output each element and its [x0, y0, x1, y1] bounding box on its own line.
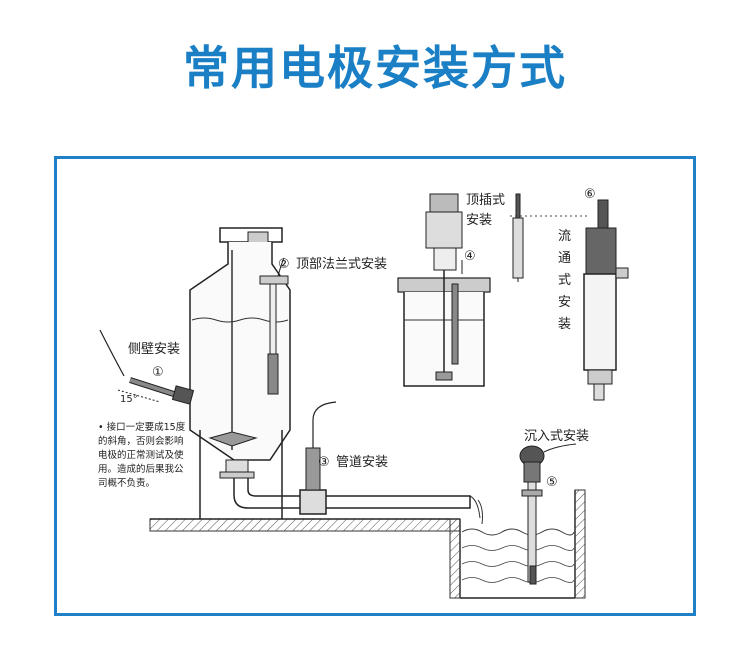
marker-5: ⑤	[546, 475, 558, 490]
label-top-insert-1: 顶插式	[466, 193, 505, 208]
marker-2: ②	[278, 257, 290, 272]
label-flow-char-3: 式	[558, 273, 571, 288]
label-top-insert-2: 安装	[466, 213, 492, 228]
warning-note: • 接口一定要成15度 的斜角，否则会影响 电极的正常测试及使 用。造成的后果我…	[98, 421, 186, 489]
ground	[149, 489, 586, 599]
top-insertion-vessel	[397, 193, 524, 387]
flow-through-cell	[510, 199, 629, 401]
immersion-sensor	[519, 443, 577, 585]
side-wall-sensor	[99, 329, 195, 405]
note-line: 司概不负责。	[98, 477, 155, 489]
vessel	[189, 227, 291, 519]
pipeline	[233, 401, 483, 525]
note-line: 用。造成的后果我公	[98, 463, 184, 475]
page-title: 常用电极安装方式	[183, 41, 567, 95]
label-top-flange: 顶部法兰式安装	[296, 257, 387, 272]
label-flow-char-5: 装	[558, 317, 571, 332]
label-flow-char-1: 流	[558, 229, 571, 244]
top-flange-sensor	[259, 257, 289, 395]
label-flow-char-2: 通	[558, 251, 571, 266]
marker-3: ③	[318, 455, 330, 470]
note-line: 电极的正常测试及使	[98, 449, 184, 461]
angle-label: 15°	[120, 394, 138, 405]
label-flow-char-4: 安	[558, 295, 571, 310]
label-side-wall: 侧壁安装	[128, 342, 180, 357]
note-line: 的斜角，否则会影响	[98, 435, 184, 447]
marker-1: ①	[152, 365, 164, 380]
note-line: • 接口一定要成15度	[98, 421, 186, 433]
marker-6: ⑥	[584, 187, 596, 202]
marker-4: ④	[464, 249, 476, 264]
label-pipeline: 管道安装	[336, 455, 388, 470]
label-immersion: 沉入式安装	[524, 429, 589, 444]
